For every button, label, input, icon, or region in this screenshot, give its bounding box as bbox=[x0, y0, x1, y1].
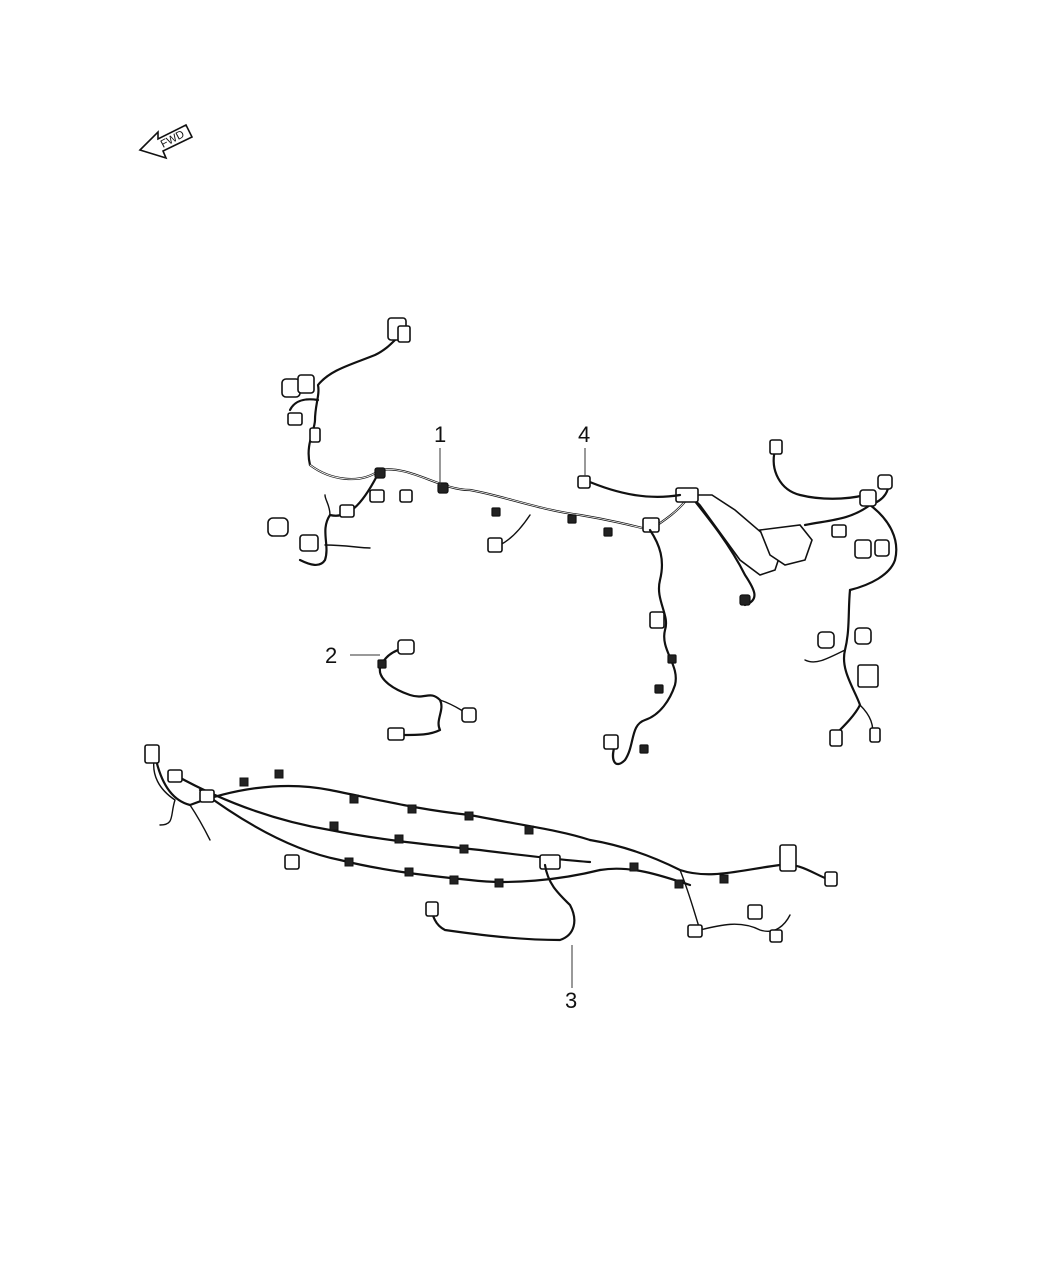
callout-4: 4 bbox=[578, 422, 590, 447]
fwd-label: FWD bbox=[159, 128, 187, 150]
callout-3: 3 bbox=[565, 988, 577, 1013]
main-wiring-harness-icon bbox=[267, 317, 898, 766]
lower-wiring-harness-icon bbox=[144, 744, 838, 943]
jumper-wiring-icon bbox=[377, 639, 477, 741]
callout-1: 1 bbox=[434, 422, 446, 447]
callout-2: 2 bbox=[325, 643, 337, 668]
fwd-arrow-icon: FWD bbox=[138, 123, 194, 160]
